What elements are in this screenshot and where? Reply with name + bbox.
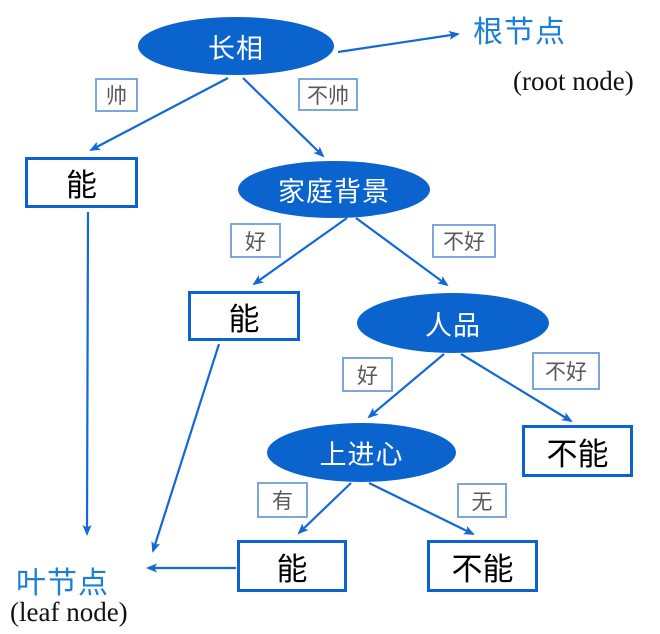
leaf-handsome-yes: 能: [25, 157, 138, 208]
edge-label-ambition-no: 无: [457, 483, 507, 518]
root-node-annotation-en: (root node): [513, 66, 634, 96]
edge-root-family: [242, 77, 325, 158]
edge-label-character-bad-text: 不好: [545, 361, 587, 384]
edge-label-family-bad-text: 不好: [443, 231, 485, 254]
root-node-annotation-zh: 根节点: [473, 16, 566, 49]
leaf-ambition-yes-label: 能: [276, 551, 308, 587]
edge-character-ambition: [367, 353, 445, 419]
leaf-character-no: 不能: [522, 425, 633, 477]
leaf-handsome-yes-label: 能: [66, 168, 97, 203]
edge-root-leaf1: [89, 77, 229, 151]
leaf-family-yes-label: 能: [228, 301, 260, 337]
leaf-ambition-no-label: 不能: [451, 551, 514, 587]
edge-label-family-bad: 不好: [432, 224, 496, 258]
edge-label-handsome-text: 帅: [106, 85, 127, 108]
edge-ambition-leaf4: [297, 482, 352, 535]
edge-label-ambition-yes: 有: [257, 482, 308, 518]
pointer-leaf1-to-leafnote: [82, 211, 92, 536]
edge-label-family-good-text: 好: [245, 230, 266, 254]
edge-label-ambition-no-text: 无: [471, 490, 493, 514]
node-character: 人品: [357, 293, 549, 353]
leaf-family-yes: 能: [188, 291, 300, 341]
edge-label-character-good-text: 好: [357, 364, 378, 388]
edge-label-not-handsome-text: 不帅: [307, 84, 349, 108]
edge-label-not-handsome: 不帅: [298, 78, 358, 111]
pointer-root-to-rootnote: [337, 30, 460, 54]
leaf-node-annotation-en: (leaf node): [10, 597, 128, 627]
leaf-ambition-yes: 能: [237, 540, 347, 592]
edge-ambition-leaf5: [368, 482, 475, 535]
leaf-character-no-label: 不能: [546, 436, 609, 472]
node-character-label: 人品: [425, 310, 481, 341]
node-family-background-label: 家庭背景: [278, 177, 390, 207]
pointer-leaf2-to-leafnote: [151, 343, 221, 553]
edge-family-leaf2: [252, 217, 348, 286]
edge-label-ambition-yes-text: 有: [272, 490, 293, 513]
leaf-ambition-no: 不能: [427, 540, 538, 592]
leaf-node-annotation-zh: 叶节点: [16, 567, 109, 600]
edge-label-character-good: 好: [342, 357, 393, 392]
node-looks-label: 长相: [208, 33, 264, 64]
node-looks: 长相: [138, 17, 334, 75]
edge-label-family-good: 好: [230, 223, 281, 258]
edge-label-character-bad: 不好: [532, 352, 600, 390]
edge-family-character: [355, 217, 449, 287]
node-ambition-label: 上进心: [319, 440, 404, 470]
node-ambition: 上进心: [267, 423, 456, 482]
node-family-background: 家庭背景: [238, 161, 430, 218]
edge-character-leaf3: [460, 353, 573, 423]
edge-label-handsome: 帅: [95, 78, 138, 112]
